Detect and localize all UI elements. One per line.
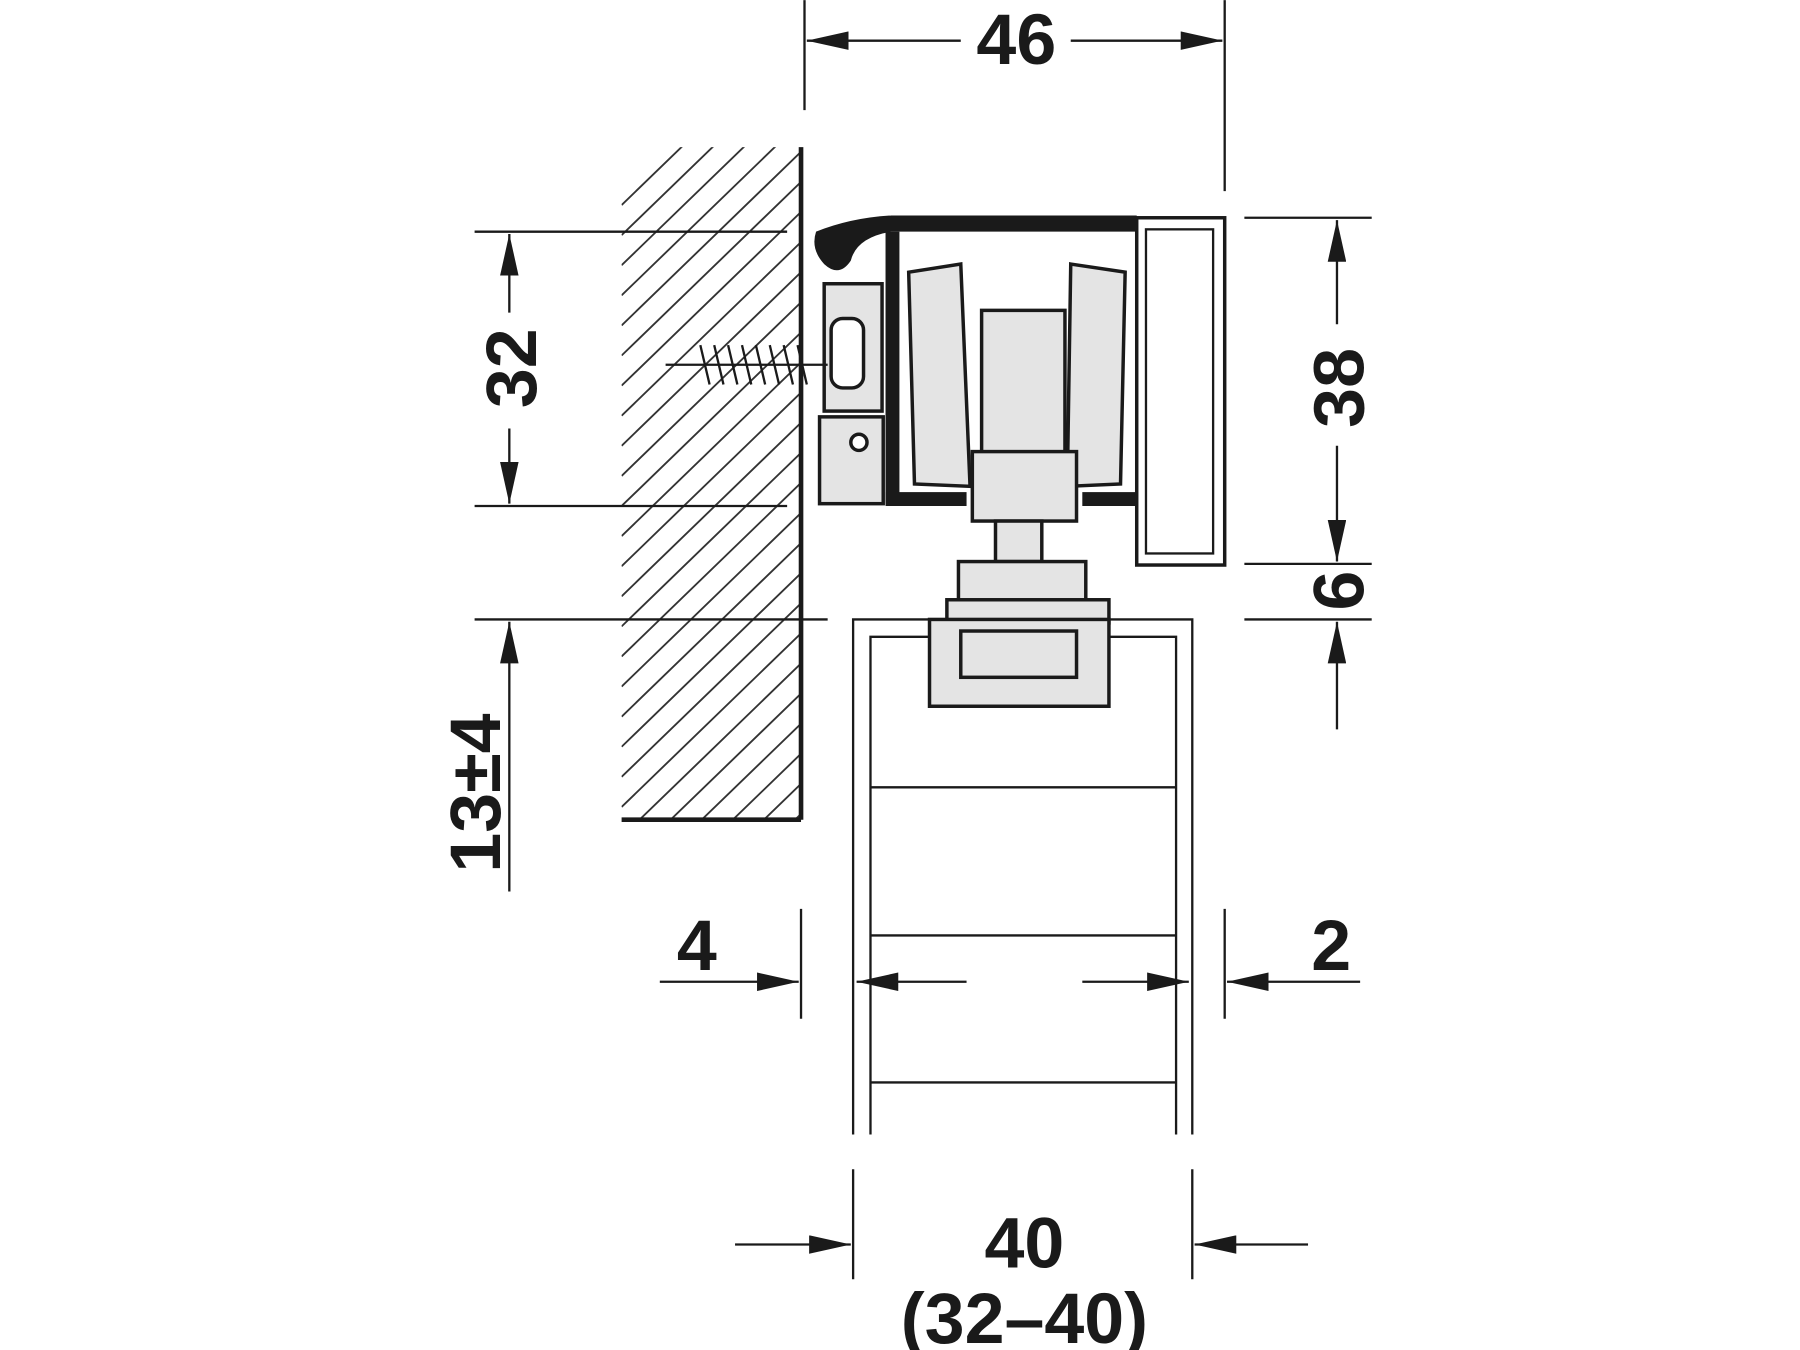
roller-carriage [906, 262, 1127, 708]
wall-section [621, 147, 804, 823]
screw-thread [754, 344, 767, 385]
hatch-line [621, 452, 802, 628]
hatch-line [621, 632, 802, 808]
dimension-40-label: 40 [985, 1204, 1065, 1284]
dimension-arrows [500, 31, 1361, 1254]
screw-thread [699, 344, 711, 385]
hatch-line [621, 147, 745, 266]
dimension-38-label: 38 [1300, 348, 1380, 428]
hatch-line [762, 783, 802, 820]
hatch-line [621, 421, 802, 597]
hatch-line [621, 602, 802, 778]
screw-thread [713, 344, 725, 385]
hatch-line [621, 147, 777, 296]
dimension-46-label: 46 [976, 0, 1056, 80]
hatch-line [621, 241, 802, 417]
dimension-range-label: (32–40) [901, 1279, 1148, 1350]
screw-thread [768, 344, 781, 385]
screw-thread [782, 344, 795, 385]
dimension-2-label: 2 [1311, 906, 1351, 986]
hatch-line [700, 722, 802, 820]
hatch-line [621, 151, 802, 327]
hatch-line [669, 692, 802, 820]
hatch-line [621, 181, 802, 357]
hatch-line [621, 572, 802, 748]
hatch-line [621, 482, 802, 658]
extension-lines [474, 0, 1372, 1280]
dimension-6-label: 6 [1300, 571, 1380, 611]
hatch-line [621, 512, 802, 688]
screw-thread [740, 344, 753, 385]
dimension-13-label: 13±4 [436, 713, 516, 872]
hatch-line [731, 753, 802, 820]
hatch-line [621, 301, 802, 477]
screw-icon [665, 344, 828, 385]
hatch-line [621, 211, 802, 387]
hatch-line [621, 147, 683, 206]
screw-thread [726, 344, 739, 385]
screw-thread [796, 344, 808, 385]
hatch-line [621, 542, 802, 718]
hatch-line [621, 271, 802, 447]
dimension-32-label: 32 [472, 328, 552, 408]
hatch-line [621, 391, 802, 567]
dimension-4-label: 4 [677, 906, 717, 986]
hatch-line [638, 662, 802, 820]
track-profile [814, 215, 1227, 567]
hatch-line [621, 147, 714, 236]
hatch-line [621, 331, 802, 507]
